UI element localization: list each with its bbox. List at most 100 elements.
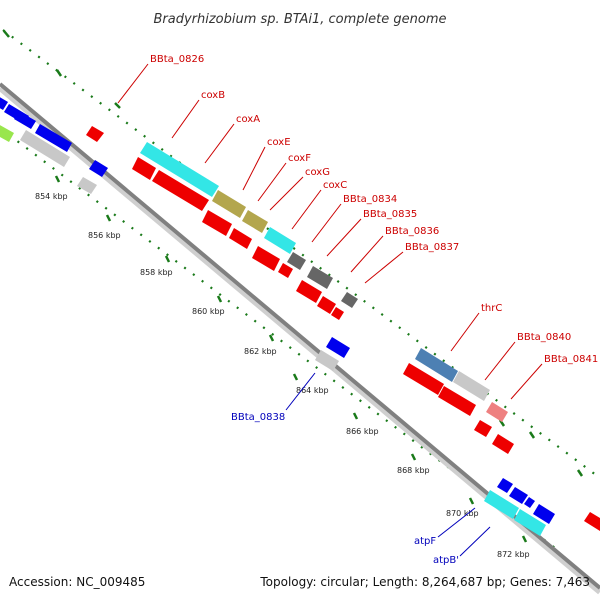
tick-label: 858 kbp: [140, 268, 173, 277]
gene-features: [0, 97, 600, 536]
accession-text: Accession: NC_009485: [9, 575, 145, 589]
map-title: Bradyrhizobium sp. BTAi1, complete genom…: [153, 12, 446, 27]
tick-mark: [114, 102, 121, 109]
gene-label: coxB: [201, 90, 225, 101]
gene-feature-cyan: [514, 509, 546, 536]
gene-feature-darkgrey: [307, 266, 333, 289]
gene-feature-green: [0, 125, 14, 142]
gene-feature-red: [202, 210, 232, 236]
gene-feature-steelblue: [415, 348, 458, 382]
gene-feature-cyan: [140, 142, 219, 197]
gene-feature-red: [403, 363, 444, 395]
gene-feature-darkgrey: [287, 252, 306, 270]
gene-label: BBta_0826: [150, 54, 204, 65]
gene-feature-blue: [509, 487, 528, 504]
gene-feature-blue: [326, 337, 350, 358]
gene-feature-grey: [453, 371, 490, 401]
leader-line: [364, 251, 404, 284]
gene-feature-red: [132, 157, 156, 180]
tick-label: 854 kbp: [35, 192, 68, 201]
gene-feature-blue: [35, 124, 72, 152]
tick-mark: [55, 69, 63, 77]
leader-line: [437, 507, 476, 538]
gene-label: coxF: [288, 153, 311, 164]
gene-label: BBta_0837: [405, 242, 459, 253]
guide-outer: [2, 29, 600, 479]
gene-label: BBta_0841: [544, 354, 598, 365]
gene-feature-khaki: [212, 190, 246, 218]
tick-mark: [268, 334, 275, 342]
gene-label: BBta_0836: [385, 226, 439, 237]
gene-feature-khaki: [242, 210, 268, 233]
gene-feature-blue: [89, 160, 108, 177]
tick-mark: [410, 453, 417, 461]
gene-feature-red: [252, 246, 280, 271]
leader-line: [326, 218, 362, 257]
leader-line: [510, 363, 543, 400]
tick-marks: [3, 30, 584, 543]
gene-labels-forward: BBta_0826 coxB coxA coxE coxF coxG coxC …: [117, 54, 598, 400]
gene-label: coxG: [305, 167, 330, 178]
tick-mark: [528, 431, 536, 439]
tick-mark: [164, 255, 171, 263]
gene-feature-blue: [533, 504, 555, 524]
gene-label: coxC: [323, 180, 347, 191]
tick-label: 868 kbp: [397, 466, 430, 475]
tick-mark: [292, 373, 299, 381]
gene-feature-cyan: [484, 490, 519, 519]
leader-line: [242, 146, 266, 191]
gene-feature-blue: [524, 497, 535, 508]
gene-labels-reverse: BBta_0838 atpF atpB': [231, 372, 491, 566]
tick-mark: [468, 497, 475, 505]
tick-mark: [105, 214, 112, 222]
gene-feature-red: [584, 512, 600, 531]
tick-mark: [216, 295, 223, 303]
tick-mark: [521, 535, 528, 543]
gene-feature-pink: [486, 402, 508, 422]
gene-label: BBta_0840: [517, 332, 571, 343]
gene-feature-grey: [77, 177, 97, 194]
tick-label: 864 kbp: [296, 386, 329, 395]
gene-feature-blue: [497, 478, 513, 493]
tick-label: 856 kbp: [88, 231, 121, 240]
gene-feature-red: [278, 263, 293, 278]
tick-mark: [576, 469, 584, 477]
tick-mark: [3, 30, 10, 38]
leader-line: [291, 189, 322, 230]
tick-labels: 854 kbp 856 kbp 858 kbp 860 kbp 862 kbp …: [35, 192, 530, 559]
leader-line: [204, 123, 235, 164]
leader-line: [459, 526, 491, 557]
tick-label: 866 kbp: [346, 427, 379, 436]
gene-label: coxA: [236, 114, 260, 125]
gene-label: BBta_0834: [343, 194, 397, 205]
tick-mark: [352, 412, 359, 420]
gene-feature-red: [438, 386, 476, 416]
gene-feature-red: [229, 228, 252, 249]
gene-feature-red: [331, 307, 344, 320]
leader-line: [269, 176, 304, 211]
tick-label: 860 kbp: [192, 307, 225, 316]
gene-feature-red: [152, 170, 209, 211]
leader-line: [350, 235, 384, 273]
gene-label: thrC: [481, 303, 502, 314]
gene-feature-blue: [14, 111, 36, 129]
gene-feature-grey: [20, 130, 70, 167]
leader-line: [257, 162, 287, 202]
gene-feature-red: [317, 296, 336, 314]
gene-feature-cyan: [264, 227, 296, 254]
leader-line: [484, 341, 516, 381]
tick-label: 870 kbp: [446, 509, 479, 518]
leader-line: [171, 99, 200, 139]
leader-line: [117, 63, 149, 104]
leader-line: [285, 372, 316, 411]
gene-label: atpB': [433, 555, 459, 566]
gene-label: coxE: [267, 137, 291, 148]
gene-feature-blue: [0, 97, 8, 110]
genome-summary-text: Topology: circular; Length: 8,264,687 bp…: [259, 575, 590, 589]
gene-feature-darkgrey: [341, 292, 358, 308]
tick-label: 862 kbp: [244, 347, 277, 356]
gene-feature-red: [492, 434, 514, 454]
leader-line: [450, 312, 480, 352]
leader-line: [311, 203, 342, 243]
gene-feature-red: [474, 420, 492, 437]
